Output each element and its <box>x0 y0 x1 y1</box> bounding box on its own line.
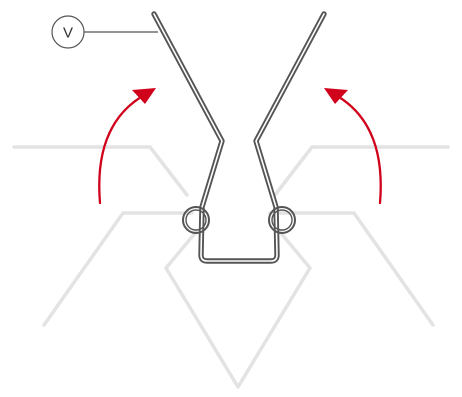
right-arrow-icon <box>324 88 382 205</box>
spring-wire-core <box>153 13 325 262</box>
left-arrow-icon <box>98 88 156 205</box>
ghost-low-arm-left <box>42 211 194 327</box>
callout-v: V <box>51 15 158 49</box>
callout-label: V <box>63 25 73 42</box>
coil-left-inner <box>185 209 207 231</box>
ghost-wide-arm-left <box>12 145 189 197</box>
ghost-low-arm-right <box>268 211 435 327</box>
coil-right <box>268 206 296 234</box>
ghost-spring-open <box>12 145 450 389</box>
spring-wire-outline <box>151 11 327 264</box>
spring-wire <box>151 11 327 264</box>
coil-left <box>182 206 210 234</box>
spring-coils <box>182 206 296 234</box>
coil-right-inner <box>271 209 293 231</box>
ghost-diamond <box>164 230 312 389</box>
ghost-wide-arm-right <box>273 145 450 197</box>
callout-circle <box>51 15 85 49</box>
